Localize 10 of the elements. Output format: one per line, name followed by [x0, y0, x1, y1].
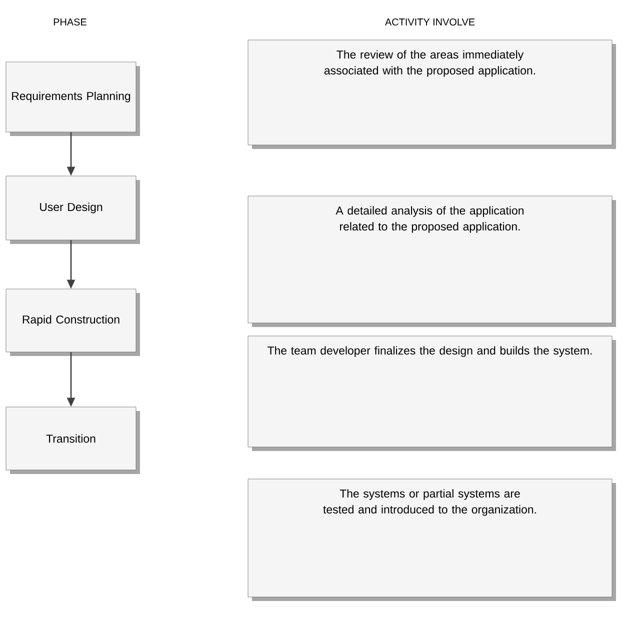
phase-box: User Design: [6, 176, 140, 244]
activity-box: The systems or partial systems are tested and introduced to the organization.: [248, 478, 616, 601]
activity-box: A detailed analysis of the application related to the proposed application.: [248, 196, 616, 327]
activity-box: The review of the areas immediately associated with the proposed application.: [248, 40, 616, 149]
phase-box: Requirements Planning: [6, 62, 140, 136]
activity-box: The team developer finalizes the design and builds the system.: [248, 336, 616, 451]
column-heading: PHASE: [54, 18, 86, 26]
phase-box: Rapid Construction: [6, 288, 140, 356]
phase-box: Transition: [6, 406, 140, 474]
column-heading: ACTIVITY INVOLVE: [385, 18, 475, 26]
